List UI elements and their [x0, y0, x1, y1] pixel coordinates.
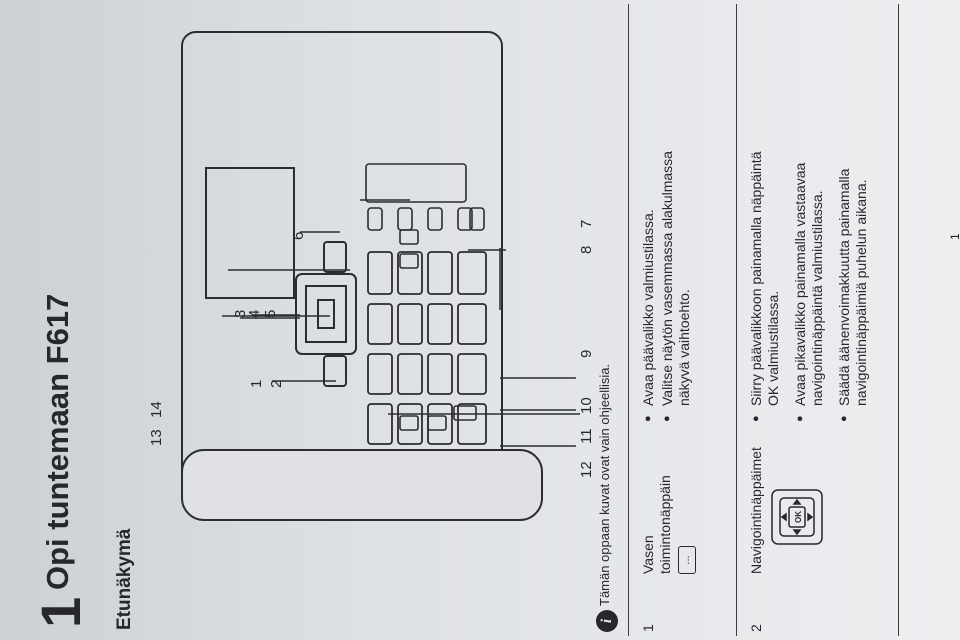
callout-leaders: [222, 199, 580, 447]
row-2-bullet-3-line-2: navigointinäppäimiä puhelun aikana.: [853, 179, 869, 406]
navigation-keys-icon: OK: [771, 489, 823, 545]
row-2-number: 2: [748, 624, 764, 632]
callout-5: 5: [262, 309, 279, 318]
display-screen: [205, 167, 295, 299]
callout-6: 6: [290, 231, 307, 240]
table-top-rule: [628, 4, 629, 636]
ok-label: OK: [794, 511, 803, 523]
page-number: 1: [948, 233, 960, 240]
row-2-bullet-3-line-1: Säädä äänenvoimakkuutta painamalla: [836, 168, 852, 406]
callout-1: 1: [248, 379, 265, 388]
left-softkey: [323, 355, 347, 387]
info-note-text: Tämän oppaan kuvat ovat vain ohjeellisia…: [597, 363, 612, 606]
row-1-name-line-2: toimintonäppäin: [657, 475, 673, 574]
callout-4: 4: [246, 309, 263, 318]
table-row-rule: [736, 4, 737, 636]
right-softkey: [323, 241, 347, 273]
function-keys: [367, 251, 487, 295]
callout-12: 12: [578, 461, 595, 478]
row-2-name-line-1: Navigointinäppäimet: [748, 447, 764, 574]
left-softkey-icon: ...: [678, 546, 696, 574]
row-2-bullet-2: Avaa pikavalikko painamalla vastaavaa na…: [792, 163, 826, 422]
callout-14: 14: [148, 401, 165, 418]
keypad: [367, 303, 487, 445]
row-1-bullet-1-line-1: Avaa päävalikko valmiustilassa.: [640, 209, 656, 406]
row-1-bullet-2-line-1: Valitse näytön vasemmassa alakulmassa: [659, 151, 675, 406]
row-2-bullet-3: Säädä äänenvoimakkuutta painamalla navig…: [836, 169, 870, 422]
row-1-bullet-2-line-2: näkyvä vaihtoehto.: [676, 289, 692, 406]
row-2-bullet-1-line-2: OK valmiustilassa.: [765, 290, 781, 406]
info-icon: i: [596, 610, 618, 632]
row-1-bullet-2: Valitse näytön vasemmassa alakulmassa nä…: [659, 151, 693, 422]
row-2-bullet-2-line-1: Avaa pikavalikko painamalla vastaavaa: [792, 162, 808, 406]
row-2-bullet-1-line-1: Siirry päävalikkoon painamalla näppäintä: [748, 151, 764, 407]
row-1-number: 1: [640, 624, 656, 632]
navigation-cluster: [295, 273, 357, 355]
callout-11: 11: [578, 428, 595, 444]
handset: [181, 449, 543, 521]
callout-8: 8: [578, 245, 595, 254]
row-1-bullet-1: Avaa päävalikko valmiustilassa.: [640, 209, 657, 422]
row-1-name-line-1: Vasen: [640, 535, 656, 574]
programmable-keys: [365, 163, 485, 231]
row-2-bullet-2-line-2: navigointinäppäintä valmiustilassa.: [809, 190, 825, 406]
callout-2: 2: [268, 379, 285, 388]
table-bottom-rule: [898, 4, 899, 636]
row-2-bullet-1: Siirry päävalikkoon painamalla näppäintä…: [748, 152, 782, 423]
callout-9: 9: [578, 349, 595, 358]
callout-7: 7: [578, 219, 595, 228]
callout-10: 10: [578, 397, 595, 414]
bottom-keys: [399, 229, 477, 431]
callout-13: 13: [148, 429, 165, 446]
